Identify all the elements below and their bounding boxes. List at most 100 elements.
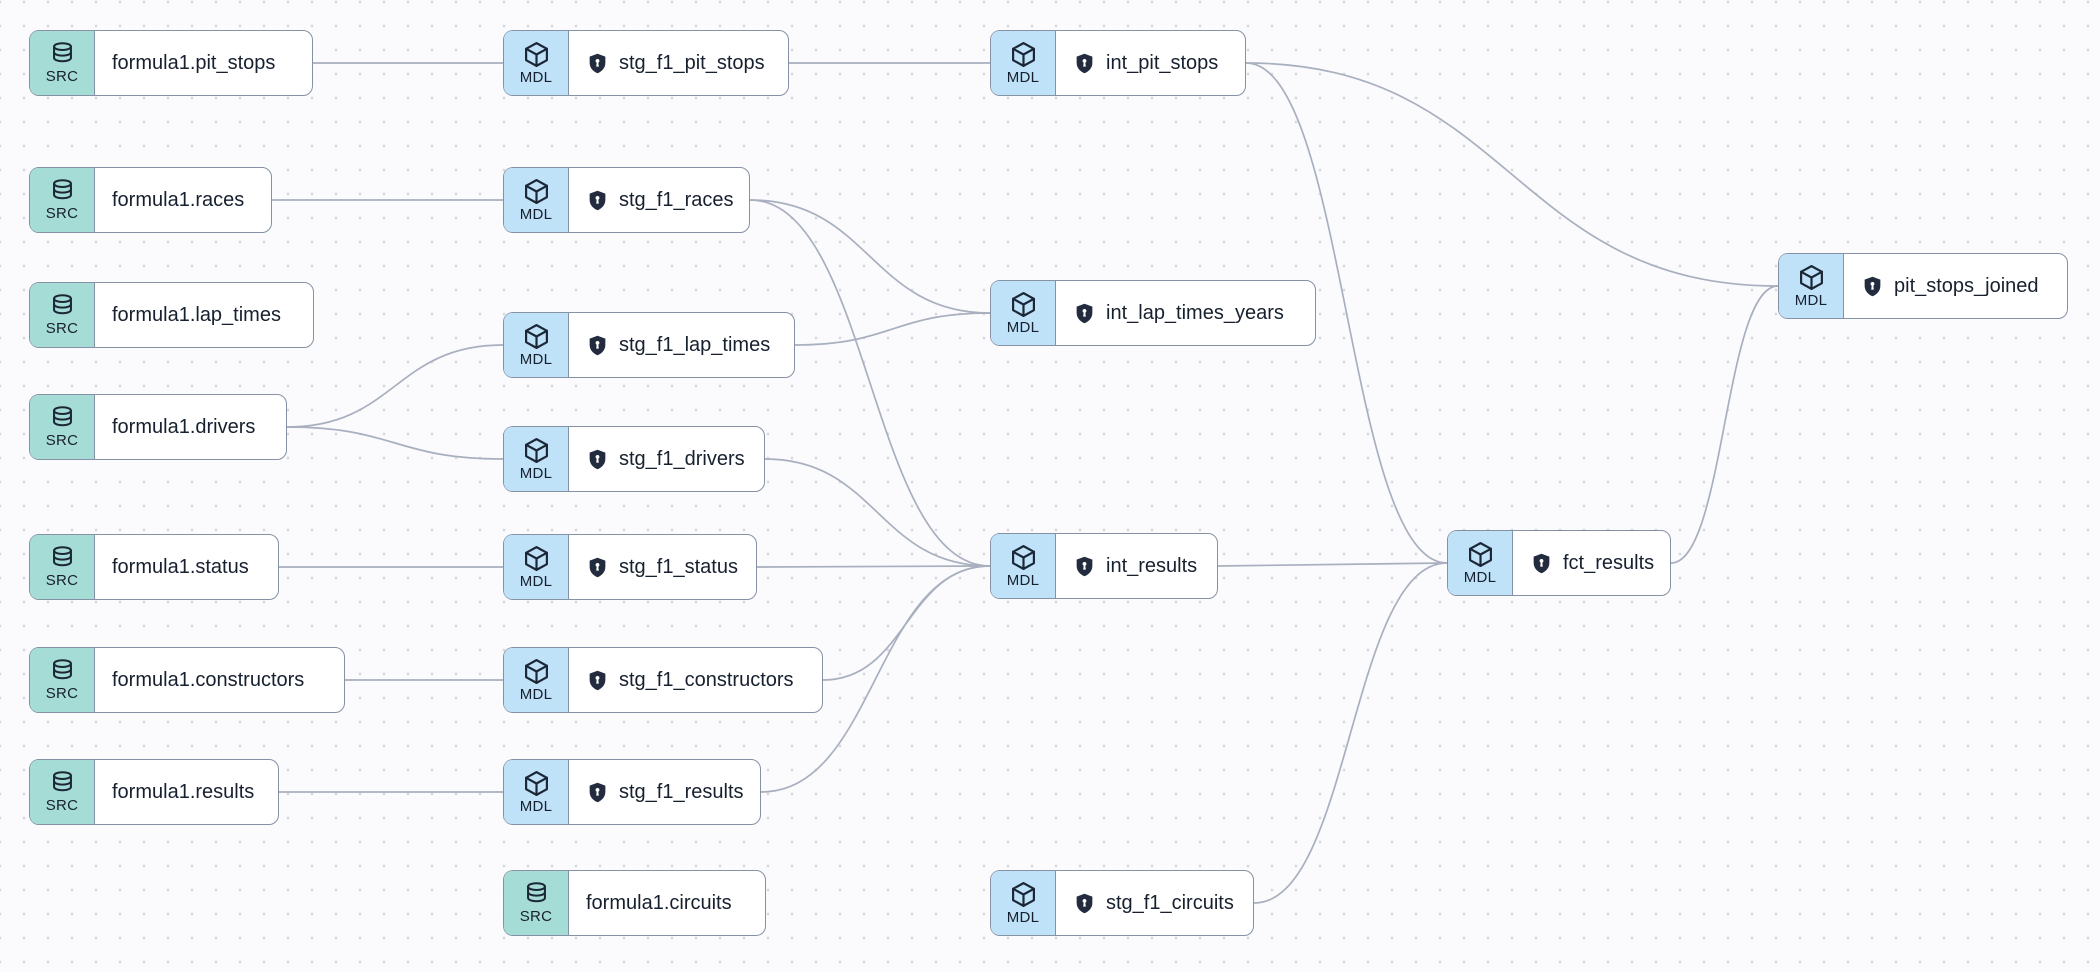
database-icon	[52, 771, 72, 792]
badge-label: MDL	[1006, 909, 1040, 926]
edge-stg_f1_results--int_results	[760, 565, 991, 793]
model-badge: MDL	[991, 31, 1056, 95]
model-badge: MDL	[504, 313, 569, 377]
node-label: formula1.lap_times	[112, 303, 281, 326]
shield-keyhole-icon	[1533, 553, 1550, 573]
source-badge: SRC	[30, 395, 95, 459]
edge-int_pit_stops--pit_stops_joined	[1245, 62, 1779, 287]
model-cube-icon	[524, 546, 548, 571]
node-label: stg_f1_status	[619, 555, 738, 578]
edge-int_results--fct_results	[1217, 562, 1448, 567]
node-stg_f1_results[interactable]: MDL stg_f1_results	[503, 759, 761, 825]
badge-label: MDL	[519, 798, 553, 815]
shield-keyhole-icon	[1864, 276, 1881, 296]
model-cube-icon	[1799, 265, 1823, 290]
shield-keyhole-icon	[589, 190, 606, 210]
shield-keyhole-icon	[589, 53, 606, 73]
node-label: formula1.drivers	[112, 415, 256, 438]
node-body: formula1.status	[95, 535, 278, 599]
node-label: pit_stops_joined	[1894, 274, 2039, 297]
source-badge: SRC	[30, 648, 95, 712]
node-label: stg_f1_circuits	[1106, 891, 1234, 914]
shield-keyhole-icon	[589, 335, 606, 355]
badge-label: SRC	[519, 908, 553, 925]
node-body: stg_f1_constructors	[569, 648, 822, 712]
badge-label: MDL	[519, 206, 553, 223]
shield-keyhole-icon	[589, 557, 606, 577]
node-label: stg_f1_races	[619, 188, 734, 211]
database-icon	[526, 882, 546, 903]
source-badge: SRC	[30, 31, 95, 95]
model-cube-icon	[1468, 542, 1492, 567]
node-body: int_pit_stops	[1056, 31, 1245, 95]
database-icon	[52, 42, 72, 63]
model-cube-icon	[1011, 545, 1035, 570]
source-badge: SRC	[30, 760, 95, 824]
badge-label: SRC	[45, 572, 79, 589]
model-cube-icon	[524, 659, 548, 684]
node-body: fct_results	[1513, 531, 1670, 595]
node-body: stg_f1_pit_stops	[569, 31, 788, 95]
database-icon	[52, 179, 72, 200]
model-badge: MDL	[504, 760, 569, 824]
node-formula1.drivers[interactable]: SRC formula1.drivers	[29, 394, 287, 460]
model-badge: MDL	[504, 31, 569, 95]
model-badge: MDL	[991, 534, 1056, 598]
node-body: formula1.races	[95, 168, 271, 232]
shield-keyhole-icon	[589, 670, 606, 690]
node-stg_f1_lap_times[interactable]: MDL stg_f1_lap_times	[503, 312, 795, 378]
node-stg_f1_status[interactable]: MDL stg_f1_status	[503, 534, 757, 600]
edge-stg_f1_drivers--int_results	[764, 458, 991, 567]
node-label: formula1.results	[112, 780, 255, 803]
node-formula1.lap_times[interactable]: SRC formula1.lap_times	[29, 282, 314, 348]
source-badge: SRC	[30, 168, 95, 232]
badge-label: SRC	[45, 432, 79, 449]
node-formula1.races[interactable]: SRC formula1.races	[29, 167, 272, 233]
badge-label: MDL	[519, 573, 553, 590]
model-cube-icon	[524, 179, 548, 204]
node-label: stg_f1_results	[619, 780, 744, 803]
database-icon	[52, 294, 72, 315]
node-label: int_lap_times_years	[1106, 301, 1284, 324]
database-icon	[52, 659, 72, 680]
shield-keyhole-icon	[589, 449, 606, 469]
node-label: formula1.status	[112, 555, 249, 578]
node-label: stg_f1_drivers	[619, 447, 745, 470]
node-body: stg_f1_status	[569, 535, 756, 599]
model-badge: MDL	[1779, 254, 1844, 318]
node-formula1.results[interactable]: SRC formula1.results	[29, 759, 279, 825]
badge-label: MDL	[1006, 572, 1040, 589]
node-body: stg_f1_races	[569, 168, 750, 232]
node-int_results[interactable]: MDL int_results	[990, 533, 1218, 599]
badge-label: SRC	[45, 205, 79, 222]
model-cube-icon	[1011, 292, 1035, 317]
node-body: stg_f1_drivers	[569, 427, 764, 491]
node-label: int_results	[1106, 554, 1198, 577]
model-cube-icon	[524, 324, 548, 349]
node-stg_f1_pit_stops[interactable]: MDL stg_f1_pit_stops	[503, 30, 789, 96]
shield-keyhole-icon	[1076, 556, 1093, 576]
node-stg_f1_drivers[interactable]: MDL stg_f1_drivers	[503, 426, 765, 492]
node-stg_f1_races[interactable]: MDL stg_f1_races	[503, 167, 750, 233]
badge-label: MDL	[519, 465, 553, 482]
node-label: stg_f1_lap_times	[619, 333, 771, 356]
source-badge: SRC	[30, 283, 95, 347]
node-formula1.status[interactable]: SRC formula1.status	[29, 534, 279, 600]
source-badge: SRC	[30, 535, 95, 599]
node-stg_f1_circuits[interactable]: MDL stg_f1_circuits	[990, 870, 1254, 936]
node-label: stg_f1_pit_stops	[619, 51, 765, 74]
node-pit_stops_joined[interactable]: MDL pit_stops_joined	[1778, 253, 2068, 319]
database-icon	[52, 546, 72, 567]
edge-stg_f1_races--int_lap_times_years	[749, 199, 991, 314]
node-body: stg_f1_circuits	[1056, 871, 1253, 935]
edge-stg_f1_races--int_results	[749, 199, 991, 567]
